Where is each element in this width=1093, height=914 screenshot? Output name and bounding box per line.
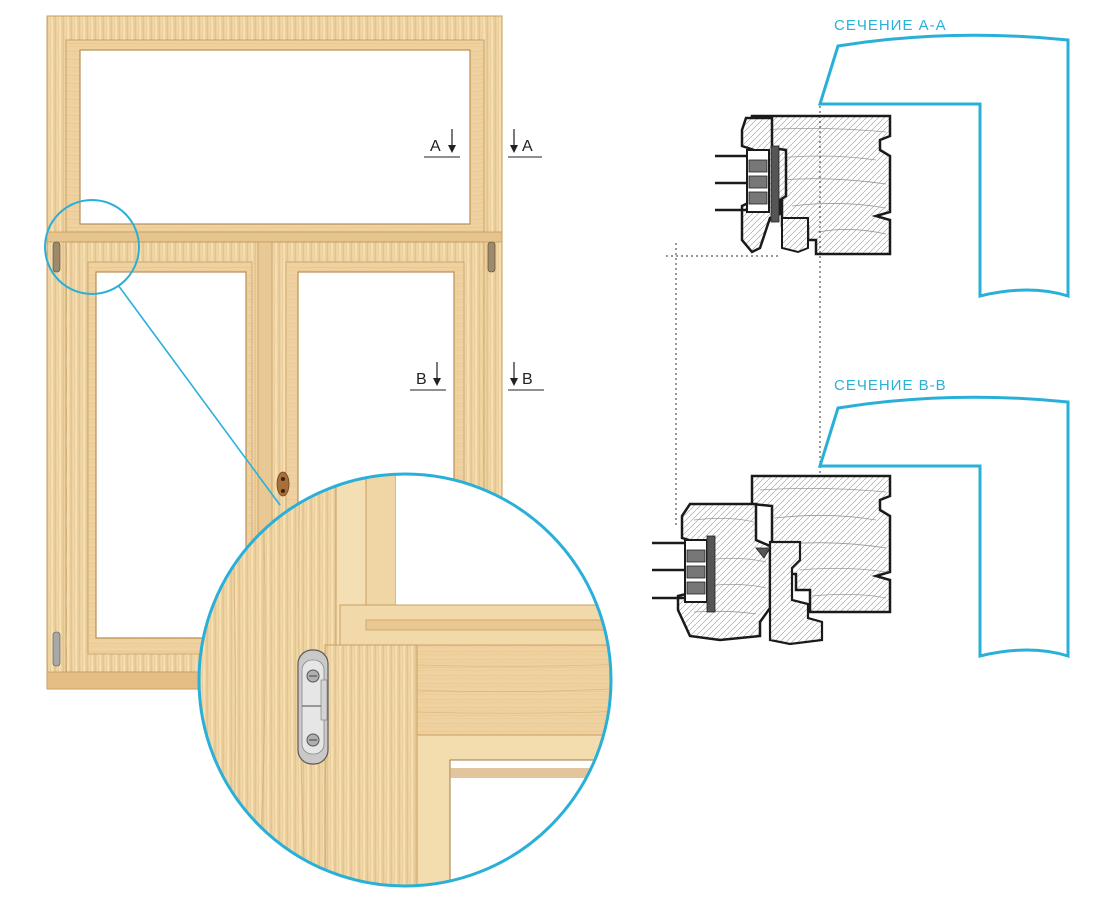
down-arrow-icon — [448, 145, 456, 153]
transom-glass — [79, 49, 471, 225]
callout-circle — [44, 199, 140, 295]
section-a-caption: СЕЧЕНИЕ А-А — [834, 17, 947, 34]
down-arrow-icon — [433, 378, 441, 386]
section-marker-a-right: A — [508, 129, 542, 158]
hinge-icon — [52, 631, 61, 667]
section-a-a: СЕЧЕНИЕ А-А — [666, 17, 1070, 525]
section-marker-b-right: B — [508, 362, 544, 391]
section-marker-b-left: B — [410, 362, 446, 391]
section-marker-a-left: A — [424, 129, 460, 158]
zoom-circle-border — [197, 472, 613, 888]
section-mark-label: A — [522, 138, 533, 155]
wall-outline — [817, 395, 1070, 659]
hinge-icon — [297, 649, 329, 765]
down-arrow-icon — [510, 145, 518, 153]
wall-outline — [817, 33, 1070, 299]
section-b-caption: СЕЧЕНИЕ В-В — [834, 377, 947, 394]
left-sash-glass — [95, 271, 247, 639]
callout-leader — [117, 284, 281, 506]
section-mark-label: B — [416, 371, 427, 388]
hinge-icon — [52, 241, 61, 273]
hinge-icon — [487, 241, 496, 273]
section-b-b: СЕЧЕНИЕ В-В — [652, 377, 1070, 659]
section-mark-label: B — [522, 371, 533, 388]
transom-mullion — [46, 231, 503, 243]
down-arrow-icon — [510, 378, 518, 386]
section-mark-label: A — [430, 138, 441, 155]
handle-icon — [276, 471, 290, 497]
